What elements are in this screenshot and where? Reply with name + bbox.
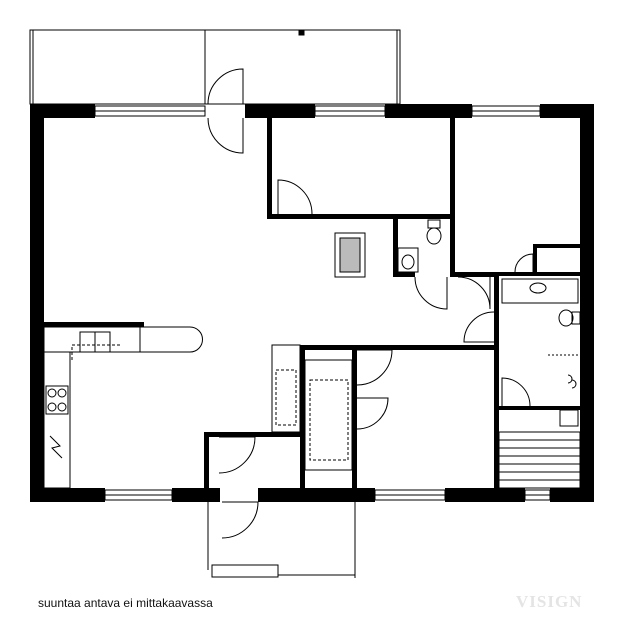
kitchen (43, 326, 203, 489)
windows (94, 105, 551, 501)
interior-walls (44, 118, 580, 488)
balcony-top (29, 29, 401, 105)
entrance-porch (207, 502, 356, 578)
disclaimer-caption: suuntaa antava ei mittakaavassa (38, 596, 213, 610)
bathroom-fixtures (397, 219, 581, 427)
exterior-walls (30, 104, 594, 502)
fireplace (334, 232, 366, 278)
kitchen-island (140, 326, 203, 353)
sauna-benches (498, 431, 581, 489)
watermark-logo: VISIGN (516, 592, 583, 611)
balcony-door-swing (207, 68, 244, 105)
wardrobes (271, 344, 353, 471)
stove-icon (45, 385, 69, 415)
doors (207, 68, 534, 539)
